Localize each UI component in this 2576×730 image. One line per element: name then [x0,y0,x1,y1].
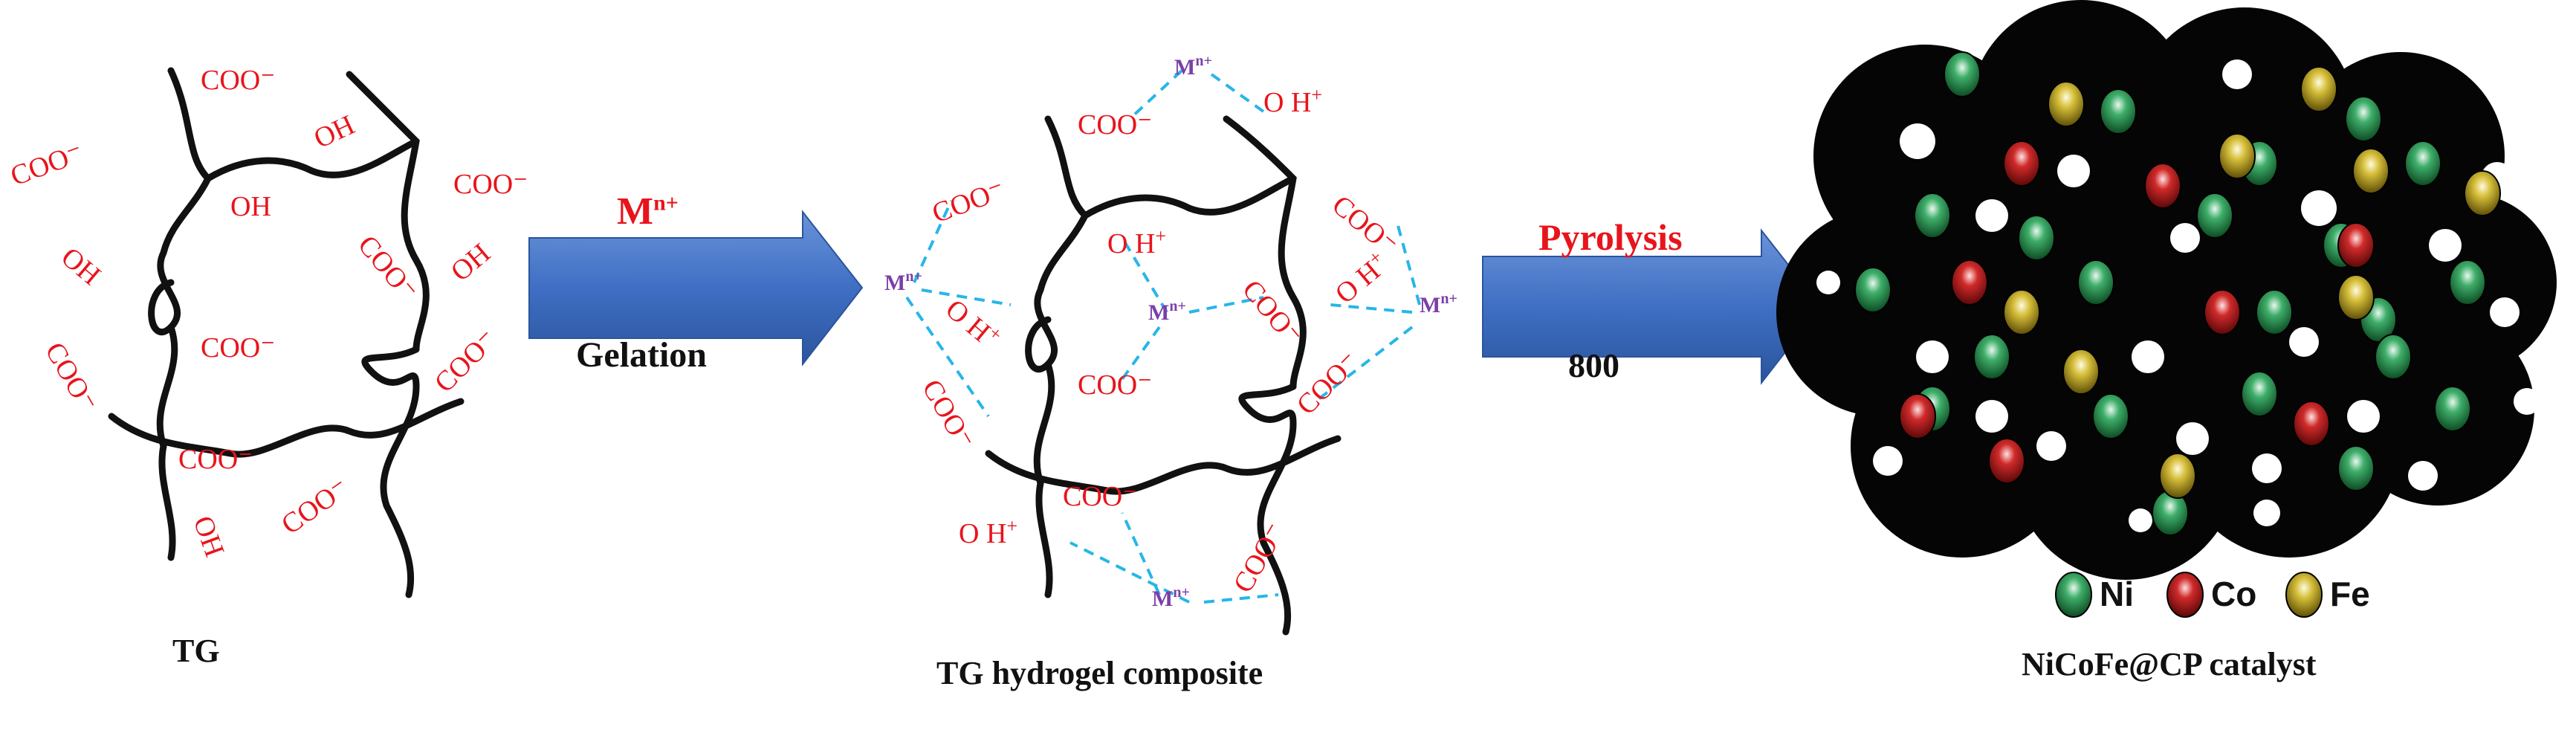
co-particle [2337,222,2375,268]
arrow-2-top-label: Pyrolysis [1538,216,1683,258]
group-oh: OH [445,237,496,287]
ni-particle [1854,267,1891,313]
ni-particle [2449,259,2486,306]
fe-particle [2464,170,2501,216]
fe-particle [2300,66,2337,112]
legend-item-co: Co [2166,572,2256,618]
ni-swatch [2055,572,2092,618]
metal-ion-label: Mn+ [1174,53,1212,80]
group-oh-protonated: O H+ [1263,84,1322,118]
ni-particle [2345,96,2382,142]
ni-particle [2404,140,2441,187]
co-particle [1951,259,1988,306]
pores [1816,59,2540,532]
fe-particle [2003,289,2040,335]
polymer-chains [108,67,465,598]
tg-network: COO⁻ COO⁻ OH OH COO⁻ OH COO⁻ OH COO⁻ COO… [7,65,528,598]
arrow-2-bottom-label: 800 [1568,346,1619,384]
group-coo: COO⁻ [39,337,103,418]
legend-label-fe: Fe [2330,575,2370,613]
fe-swatch [2285,572,2323,618]
group-oh-protonated: O H+ [1107,225,1166,259]
group-coo: COO⁻ [201,65,275,96]
co-swatch [2166,572,2204,618]
group-coo: COO⁻ [1078,109,1152,140]
metal-ion-label: Mn+ [1152,584,1190,611]
metal-ion-label: Mn+ [1420,291,1457,317]
group-coo: COO⁻ [1063,481,1137,512]
caption-tg: TG [172,633,220,669]
ni-particle [2241,371,2278,417]
group-coo: COO⁻ [352,230,424,307]
group-oh: OH [309,109,359,155]
group-oh: OH [187,512,230,561]
fe-particle [2352,148,2389,194]
group-coo: COO⁻ [1078,369,1152,401]
hydrogel-groups: COO⁻ O H+ COO⁻ O H+ COO⁻ O H+ COO⁻ O H+ … [916,84,1403,598]
fe-particle [2048,81,2085,127]
caption-hydrogel: TG hydrogel composite [936,655,1263,691]
group-oh-protonated: O H+ [959,515,1017,549]
group-oh-protonated: O H+ [939,291,1006,355]
arrow-gelation [528,210,864,366]
legend-item-ni: Ni [2055,572,2134,618]
caption-catalyst: NiCoFe@CP catalyst [2022,646,2317,682]
group-coo: COO⁻ [276,472,355,540]
ni-particle [1944,51,1981,97]
co-particle [2003,140,2040,187]
group-coo: COO⁻ [178,444,253,475]
group-coo: COO⁻ [429,324,504,399]
group-coo: COO⁻ [453,169,528,200]
legend: Ni Co Fe [2055,572,2370,618]
catalyst-particle [1776,0,2557,580]
co-particle [1899,393,1936,439]
nanoparticles [1854,51,2501,536]
arrow-1-bottom-label: Gelation [576,335,707,375]
co-particle [1988,438,2025,484]
metal-ions: Mn+ Mn+ Mn+ Mn+ Mn+ [884,53,1457,611]
ni-particle [1973,334,2010,380]
ni-particle [2100,88,2137,135]
functional-groups: COO⁻ COO⁻ OH OH COO⁻ OH COO⁻ OH COO⁻ COO… [7,65,528,561]
group-oh: OH [55,242,106,291]
group-oh: OH [230,191,271,222]
legend-item-fe: Fe [2285,572,2370,618]
ni-particle [2077,259,2114,306]
co-particle [2144,163,2181,209]
ni-particle [2092,393,2129,439]
group-coo: COO⁻ [928,175,1009,230]
legend-label-ni: Ni [2100,575,2134,613]
co-particle [2293,401,2330,447]
ni-particle [2375,334,2412,380]
fe-particle [2219,133,2256,179]
coordination-lines [905,69,1421,604]
group-coo: COO⁻ [201,332,275,364]
ni-particle [2018,215,2055,261]
ni-particle [2434,386,2471,432]
fe-particle [2159,453,2196,499]
group-coo: COO⁻ [916,375,980,455]
fe-particle [2337,274,2375,320]
fe-particle [2062,349,2100,395]
ni-particle [2337,445,2375,491]
arrow-1-top-label: Mn+ [617,190,679,233]
ni-particle [2196,193,2233,239]
group-coo: COO⁻ [1326,190,1403,262]
polymer-chains-hydrogel [985,115,1342,636]
group-coo: COO⁻ [7,138,88,193]
metal-ion-label: Mn+ [884,268,922,295]
ni-particle [2256,289,2293,335]
ni-particle [1914,193,1951,239]
metal-ion-label: Mn+ [1148,298,1186,325]
hydrogel-network: COO⁻ O H+ COO⁻ O H+ COO⁻ O H+ COO⁻ O H+ … [884,53,1457,636]
co-particle [2204,289,2241,335]
legend-label-co: Co [2211,575,2256,613]
